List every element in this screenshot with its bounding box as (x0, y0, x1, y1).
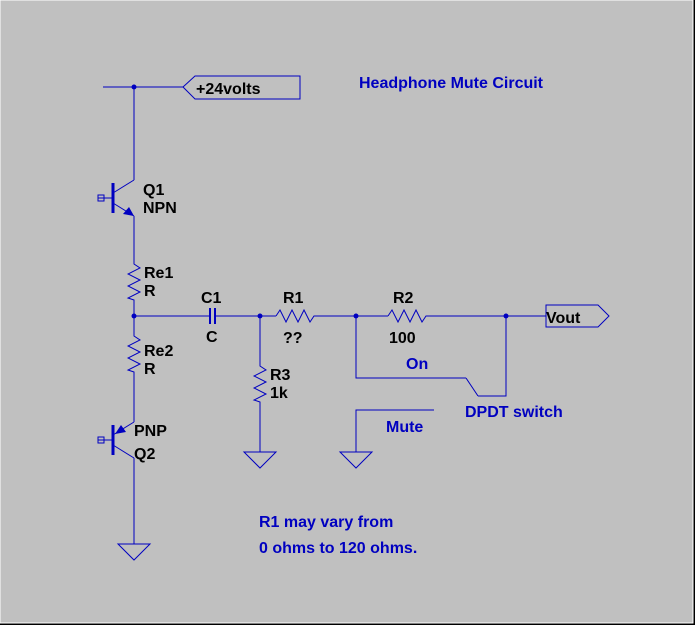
c1-value: C (206, 329, 218, 346)
re1-ref: Re1 (144, 265, 173, 282)
q2-type: PNP (134, 423, 167, 440)
r2-ref: R2 (393, 290, 414, 307)
resistor-r1: R1 ?? (275, 290, 356, 347)
note-line-2: 0 ohms to 120 ohms. (259, 540, 417, 557)
supply-rail (103, 84, 183, 170)
supply-net-flag: +24volts (182, 75, 301, 100)
resistor-r3: R3 1k (252, 316, 291, 452)
output-net-label: Vout (546, 310, 581, 327)
c1-ref: C1 (201, 290, 222, 307)
switch-on-label: On (406, 356, 428, 373)
diagram-title: Headphone Mute Circuit (359, 75, 544, 92)
r1-ref: R1 (283, 290, 304, 307)
re2-ref: Re2 (144, 343, 173, 360)
ground-symbol-q2 (116, 543, 152, 561)
q2-ref: Q2 (134, 446, 155, 463)
re2-value: R (144, 361, 156, 378)
note-line-1: R1 may vary from (259, 514, 393, 531)
transistor-q1: Q1 NPN (97, 170, 177, 262)
r2-value: 100 (389, 330, 416, 347)
switch-mute-label: Mute (386, 419, 423, 436)
resistor-r2: R2 100 (356, 290, 546, 347)
r3-value: 1k (270, 385, 288, 402)
q1-ref: Q1 (143, 182, 164, 199)
q1-type: NPN (143, 200, 177, 217)
dpdt-switch: On DPDT switch Mute (355, 316, 563, 452)
switch-name-label: DPDT switch (465, 404, 563, 421)
r3-ref: R3 (270, 367, 291, 384)
output-net-flag: Vout (545, 304, 610, 328)
capacitor-c1: C1 C (201, 290, 276, 346)
ground-symbol-r3 (242, 451, 278, 469)
resistor-re2: Re2 R (126, 316, 173, 414)
r1-value: ?? (283, 330, 303, 347)
ground-symbol-mute (338, 451, 374, 469)
re1-value: R (144, 283, 156, 300)
resistor-re1: Re1 R (126, 262, 173, 316)
transistor-q2: PNP Q2 (97, 414, 167, 544)
supply-net-label: +24volts (196, 81, 261, 98)
